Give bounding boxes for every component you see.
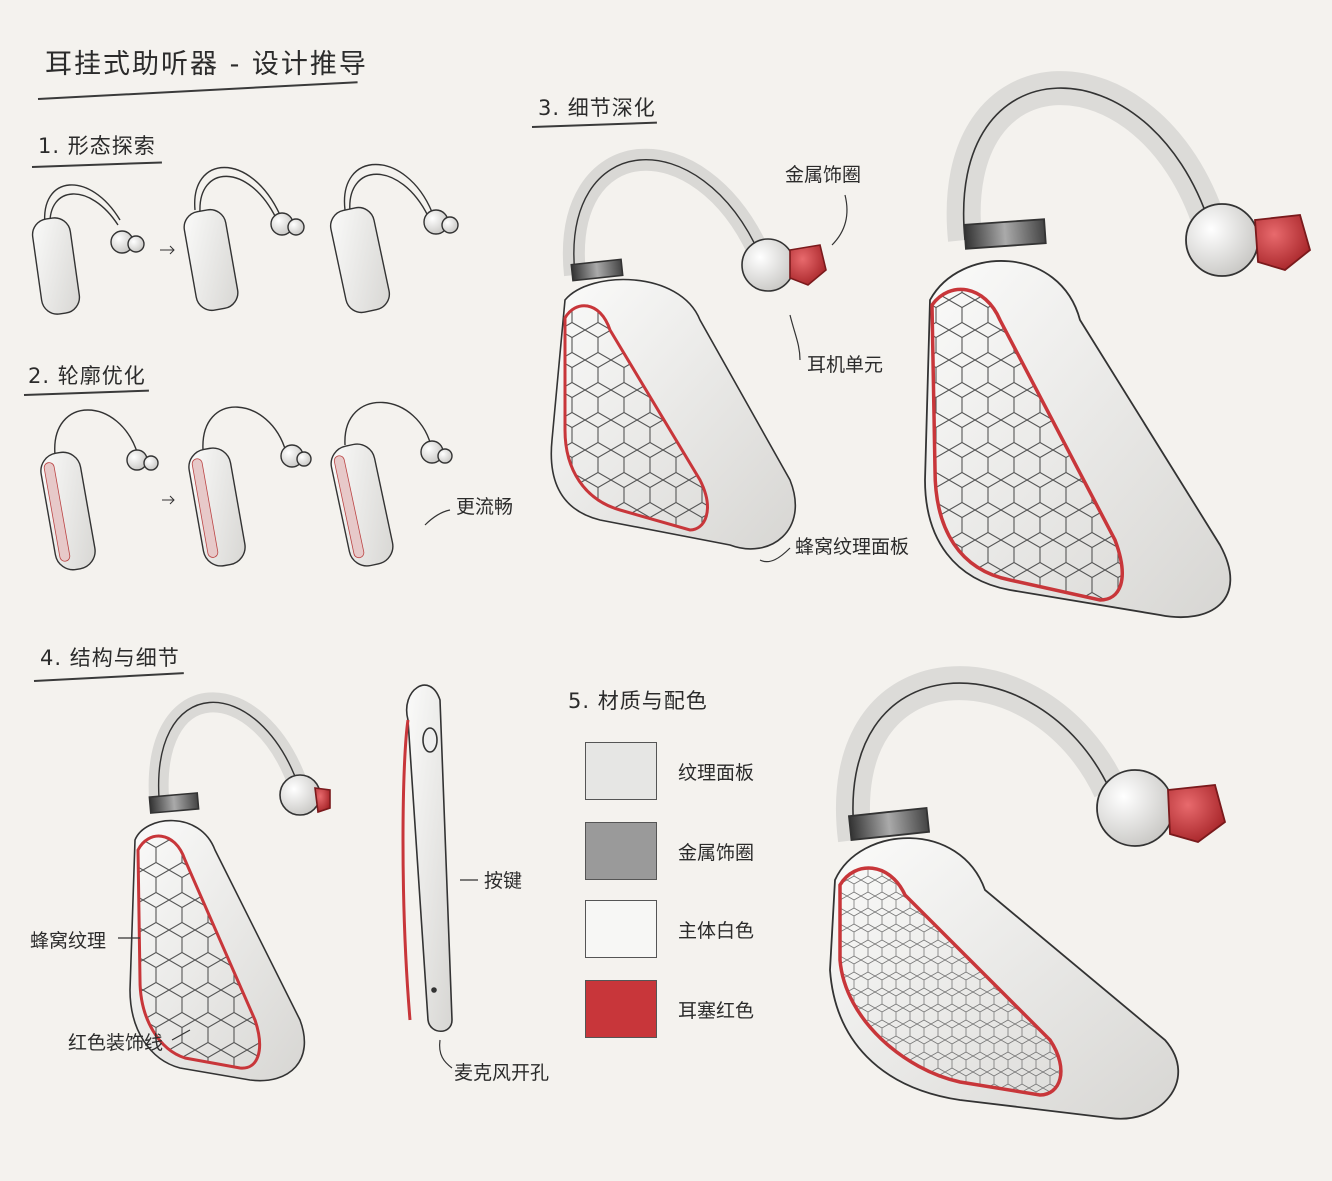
section-structure-detail: 4. 结构与细节 — [40, 646, 180, 670]
annotation-smoother: 更流畅 — [456, 496, 514, 518]
swatch-label-white: 主体白色 — [678, 920, 755, 942]
section-contour-optimization: 2. 轮廓优化 — [28, 364, 146, 388]
section-form-exploration: 1. 形态探索 — [38, 134, 156, 158]
swatch-label-honeycomb: 纹理面板 — [678, 762, 755, 784]
contour-sketch-3 — [330, 401, 453, 567]
swatch-honeycomb — [585, 742, 657, 800]
contour-sketch-1 — [40, 409, 175, 571]
detail-device-medium — [550, 148, 827, 550]
contour-sketch-2 — [188, 406, 312, 567]
swatch-metal — [585, 822, 657, 880]
annotation-red-trim: 红色装饰线 — [68, 1032, 164, 1054]
color-device-large — [829, 666, 1227, 1120]
form-sketch-3 — [329, 164, 459, 314]
detail-device-large — [924, 71, 1312, 619]
annotation-honeycomb-panel: 蜂窝纹理面板 — [795, 536, 910, 558]
swatch-white — [585, 900, 657, 958]
annotation-honeycomb-texture: 蜂窝纹理 — [30, 930, 107, 952]
structure-device — [129, 692, 331, 1082]
annotation-button: 按键 — [484, 870, 523, 892]
form-sketch-2 — [183, 166, 305, 312]
leader-lines-s3 — [759, 194, 848, 563]
leader-lines-s4 — [118, 879, 478, 1069]
swatch-label-red: 耳塞红色 — [678, 1000, 755, 1022]
page-title: 耳挂式助听器 - 设计推导 — [45, 49, 368, 80]
swatch-label-metal: 金属饰圈 — [678, 842, 755, 864]
annotation-metal-ring: 金属饰圈 — [785, 164, 862, 186]
side-view-device — [401, 684, 453, 1033]
form-sketch-1 — [31, 184, 175, 315]
section-material-color: 5. 材质与配色 — [568, 689, 708, 713]
annotation-mic-hole: 麦克风开孔 — [454, 1062, 550, 1084]
swatch-red — [585, 980, 657, 1038]
section-detail-refinement: 3. 细节深化 — [538, 96, 656, 120]
annotation-speaker-unit: 耳机单元 — [807, 354, 884, 376]
